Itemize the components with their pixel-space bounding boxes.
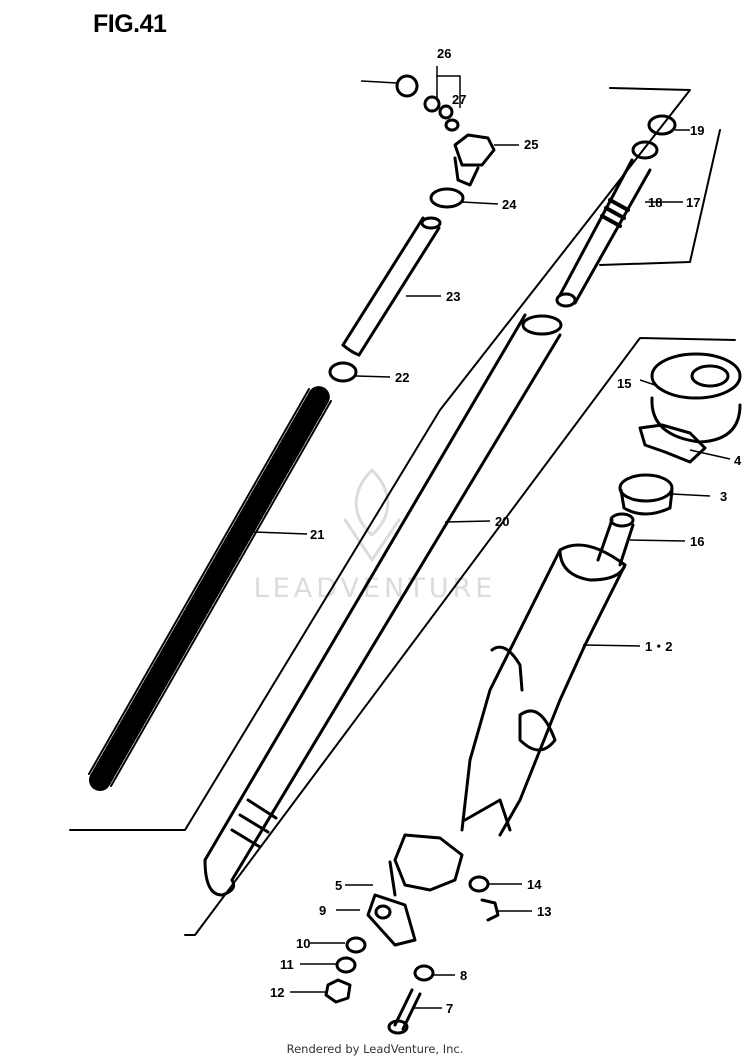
label-part-23: 24 [502,197,517,212]
label-part-16: 17 [686,195,700,210]
cap-bolt [453,133,496,187]
label-part-25: 26 [437,46,451,61]
oil-lock-piece [596,512,635,567]
watermark-logo [343,468,401,562]
piston-ring [647,114,677,136]
label-part-19: 20 [495,514,509,529]
label-part-15: 16 [690,534,704,549]
label-part-1-2: 1・2 [645,639,672,654]
label-part-17: 18 [648,195,662,210]
fork-spring [88,384,332,791]
label-part-12: 13 [537,904,551,919]
washer-25 [423,95,441,113]
outer-tube [393,543,627,892]
part-labels: 26 27 25 24 23 22 21 20 19 18 17 15 4 3 … [270,46,742,1016]
bolt-6 [387,988,422,1035]
bolt-12 [480,898,500,922]
label-part-5: 5 [335,878,342,893]
label-part-18: 19 [690,123,704,138]
label-part-14: 15 [617,376,631,391]
washer-10 [335,956,357,974]
label-part-24: 25 [524,137,538,152]
footer-credit: Rendered by LeadVenture, Inc. [286,1042,464,1056]
label-part-7: 8 [460,968,467,983]
label-part-11: 12 [270,985,284,1000]
nut-13 [468,875,490,893]
label-part-26: 27 [452,92,466,107]
inner-tube [203,313,563,897]
label-part-4: 4 [734,453,742,468]
label-part-10: 11 [280,957,294,972]
damper-rod [555,140,659,308]
label-part-3: 3 [720,489,727,504]
group-bracket-lines [69,87,736,936]
label-part-20: 21 [310,527,324,542]
figure-title: FIG.41 [93,10,167,38]
o-ring-26 [444,118,460,132]
dust-seal [650,352,742,444]
spacer-tube [341,216,442,357]
o-ring-23 [429,187,465,209]
nut-27 [395,74,419,98]
label-part-22: 23 [446,289,460,304]
label-part-13: 14 [527,877,542,892]
gasket-26 [438,104,454,120]
leader-lines [253,66,731,1009]
washer-9 [345,936,367,954]
stud-5 [388,860,397,897]
stopper-ring [638,423,707,464]
label-part-21: 22 [395,370,409,385]
oil-seal [618,473,674,516]
nut-11 [324,978,352,1004]
label-part-6: 7 [446,1001,453,1016]
label-part-9: 10 [296,936,310,951]
axle-holder [366,893,417,947]
spring-seat [328,361,358,383]
label-part-8: 9 [319,903,326,918]
gasket-7 [413,964,435,982]
